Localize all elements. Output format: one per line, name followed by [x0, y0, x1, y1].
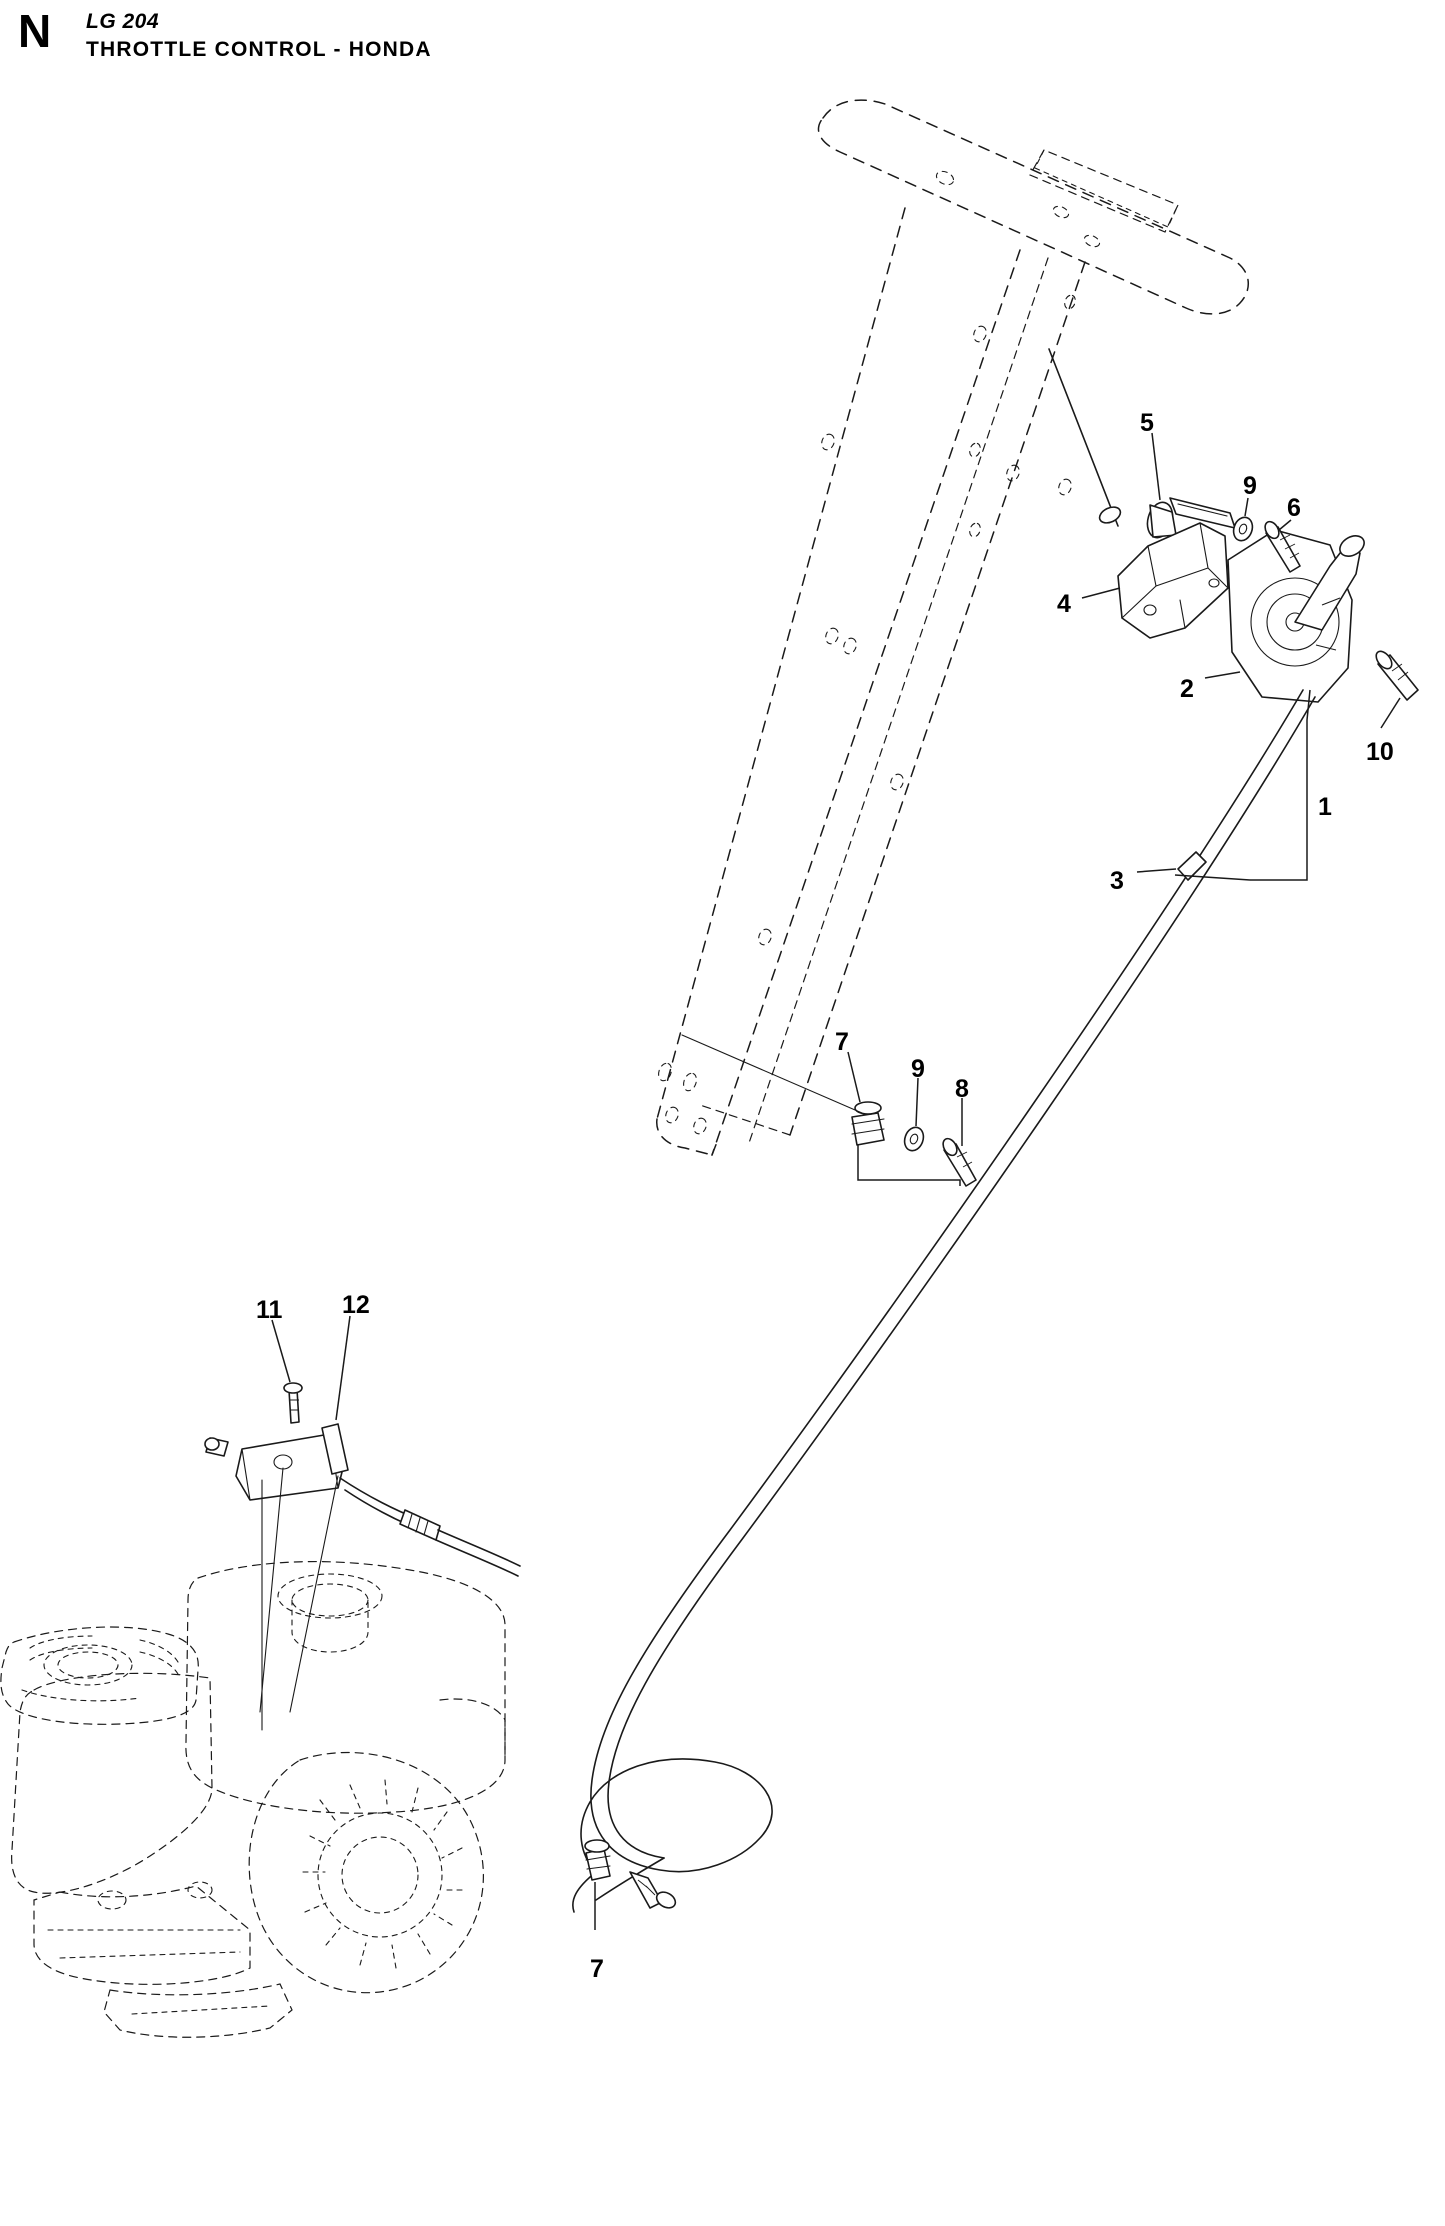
part-7-clamp-mid: [681, 1034, 885, 1146]
callout-4: 4: [1057, 590, 1071, 618]
callout-8: 8: [955, 1075, 969, 1103]
part-11-12-engine-bracket: [204, 1382, 521, 1731]
section-letter: N: [18, 5, 51, 57]
callout-leaders: [271, 432, 1401, 1421]
callout-6: 6: [1287, 494, 1301, 522]
part-7-clamp-lower: [584, 1839, 677, 1930]
part-9-washer-upper: [1232, 516, 1254, 542]
callout-9-upper: 9: [1243, 472, 1257, 500]
part-8-screw: [942, 1137, 977, 1187]
part-10-screw: [1375, 650, 1419, 701]
part-5-washer: [1048, 348, 1177, 539]
callout-1-leader: [1174, 689, 1311, 881]
page-header: N LG 204 THROTTLE CONTROL - HONDA: [0, 0, 1445, 80]
callout-789-bracket: [857, 1145, 961, 1186]
diagram-title: THROTTLE CONTROL - HONDA: [86, 38, 432, 61]
callout-2: 2: [1180, 675, 1194, 703]
part-4-bracket: [1117, 522, 1229, 639]
callout-7-lower: 7: [590, 1955, 604, 1983]
engine-hidden-outline: [0, 1560, 506, 2038]
callout-11: 11: [256, 1296, 283, 1324]
part-2-throttle-housing: [1169, 497, 1365, 703]
callout-10: 10: [1366, 738, 1394, 766]
model-name: LG 204: [86, 10, 160, 33]
part-3-throttle-cable: [572, 689, 1316, 1913]
part-9-washer-mid: [903, 1126, 925, 1152]
callout-9-mid: 9: [911, 1055, 925, 1083]
callout-12: 12: [342, 1291, 370, 1319]
callout-7-mid: 7: [835, 1028, 849, 1056]
part-6-screw: [1264, 520, 1301, 573]
handlebar-hidden-outline: [656, 99, 1250, 1156]
callout-3: 3: [1110, 867, 1124, 895]
callout-1: 1: [1318, 793, 1332, 821]
callout-5: 5: [1140, 409, 1154, 437]
